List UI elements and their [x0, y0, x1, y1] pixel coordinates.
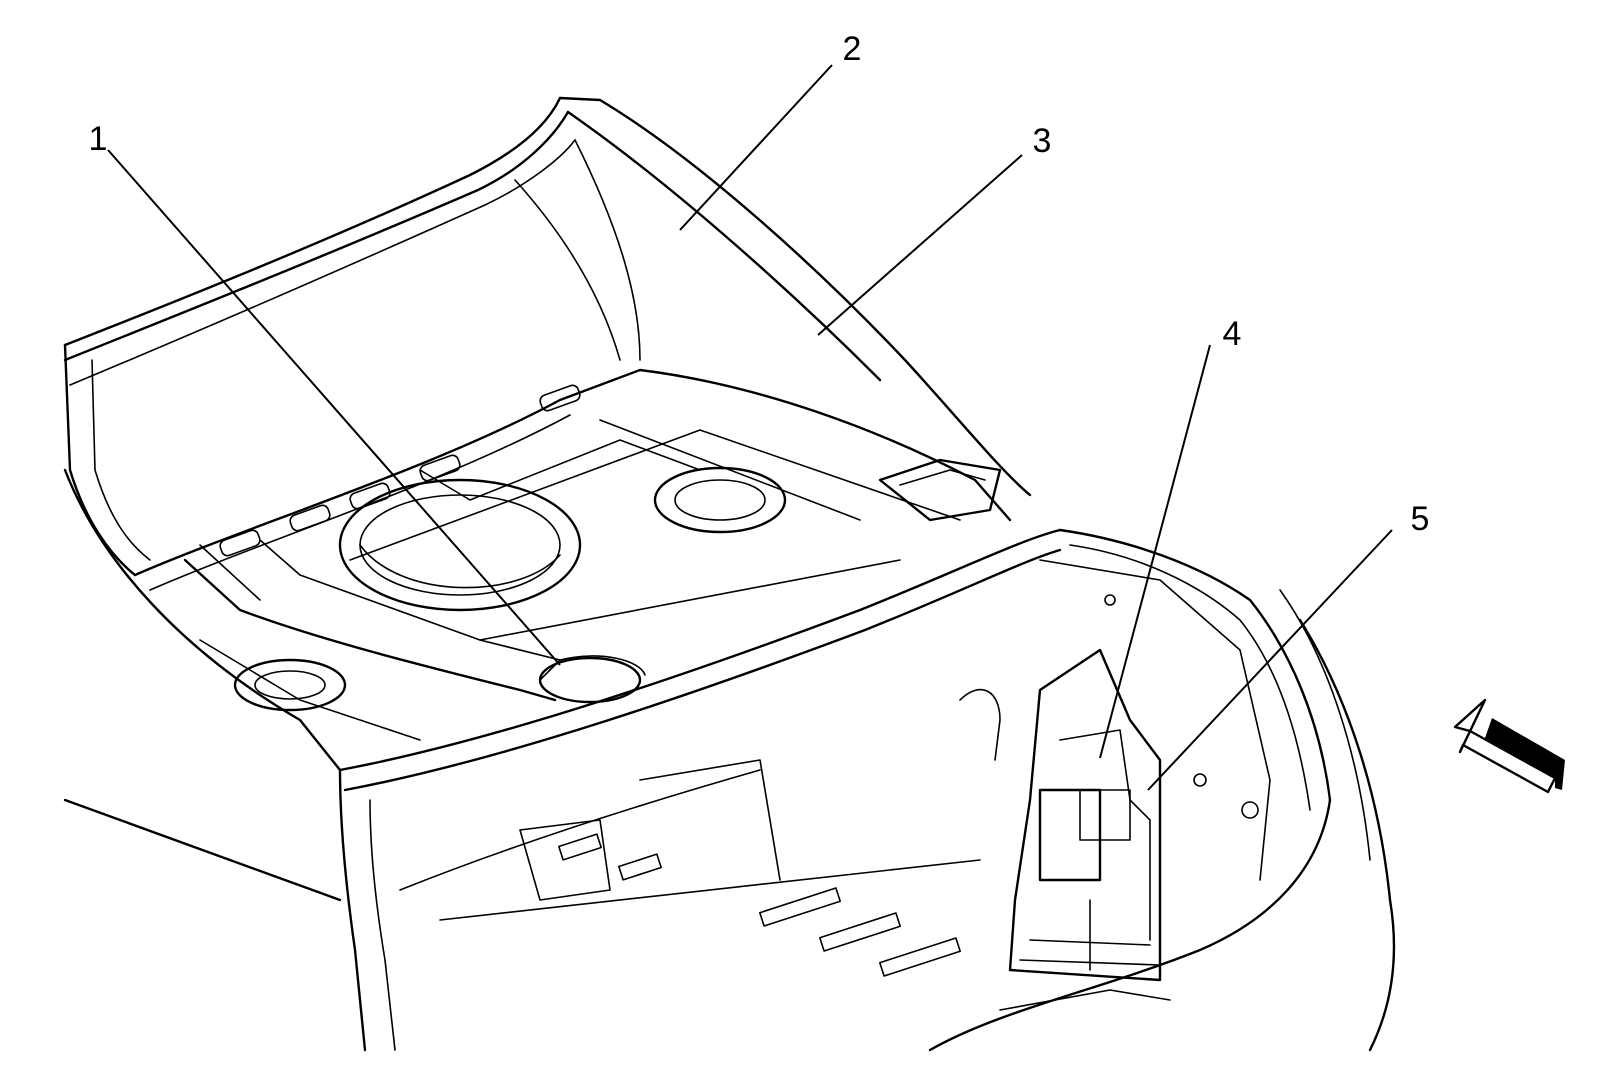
left-quarter-panel [63, 468, 421, 902]
callout-2: 2 [843, 30, 862, 68]
view-direction-arrow-icon [1453, 698, 1565, 794]
rear-shelf-panel [133, 368, 1012, 702]
leader-4 [1099, 344, 1211, 759]
speaker-opening-right [653, 466, 787, 534]
callout-1: 1 [89, 120, 108, 158]
center-component [538, 655, 646, 704]
speaker-opening-left [338, 478, 582, 612]
rear-body-sill [999, 589, 1396, 1052]
speaker-opening-lower [233, 658, 347, 712]
leader-lines [107, 64, 1393, 791]
trunk-floor [399, 759, 981, 977]
leader-2 [679, 64, 833, 231]
callout-4: 4 [1223, 315, 1242, 353]
rear-vent [878, 458, 1002, 522]
leader-3 [817, 154, 1023, 336]
callout-5: 5 [1411, 500, 1430, 538]
leader-5 [1147, 529, 1393, 791]
leader-1 [107, 149, 561, 666]
callout-3: 3 [1033, 122, 1052, 160]
trunk-right-panel [959, 559, 1271, 881]
callout-labels: 1 2 3 4 5 [89, 30, 1430, 538]
rear-window-frame [63, 96, 1032, 577]
trunk-opening [338, 528, 1332, 1052]
module-assembly [1008, 648, 1162, 982]
